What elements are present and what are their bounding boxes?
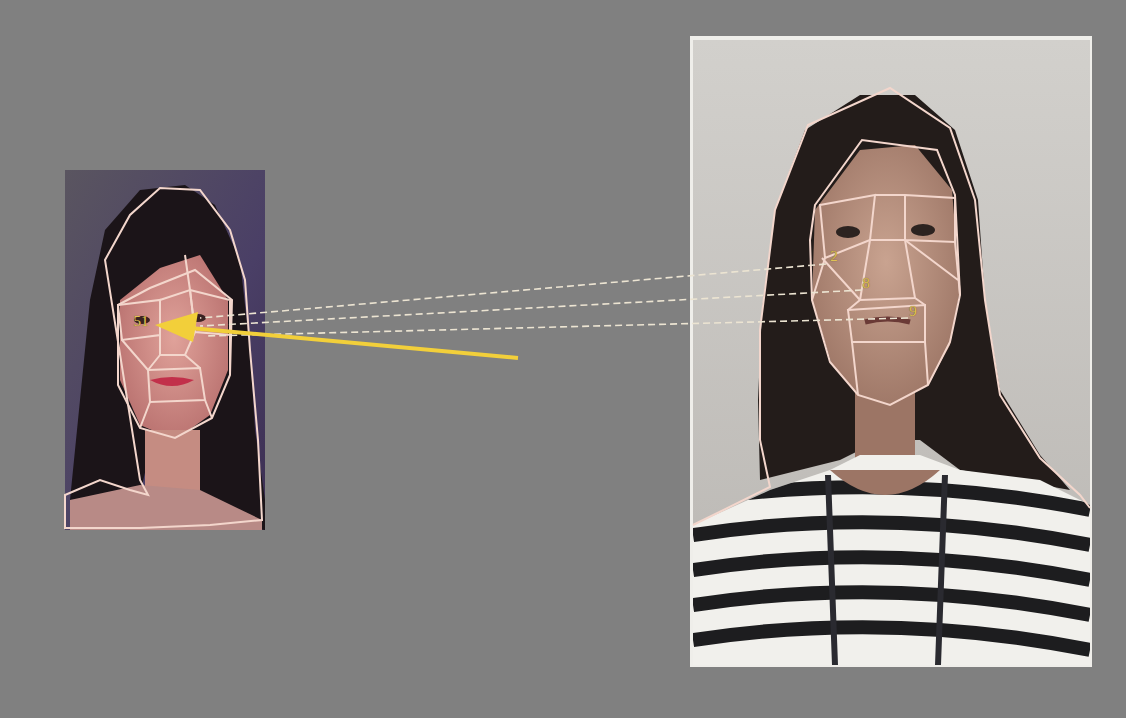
callout-number: 2 (830, 249, 838, 264)
arrow-shaft (190, 328, 518, 358)
face-mesh (693, 88, 1090, 525)
lanyard (828, 475, 945, 665)
photo-background (65, 170, 265, 530)
shirt-stripes (693, 487, 1090, 650)
shirt-base (693, 440, 1090, 670)
left-photo (65, 170, 265, 530)
arrow-head (155, 312, 198, 342)
yellow-arrow (155, 312, 518, 358)
neck (145, 430, 200, 490)
callout-number: 51 (134, 314, 149, 329)
lips (150, 377, 194, 386)
correspondence-lines (200, 264, 908, 336)
neckline (830, 470, 940, 495)
face-mesh (65, 188, 262, 528)
hair (70, 185, 265, 530)
right-photo (690, 36, 1092, 670)
callout-number: 9 (909, 304, 917, 319)
callout-number: 8 (862, 276, 870, 291)
eyes (836, 224, 935, 238)
striped-shirt (693, 440, 1090, 670)
